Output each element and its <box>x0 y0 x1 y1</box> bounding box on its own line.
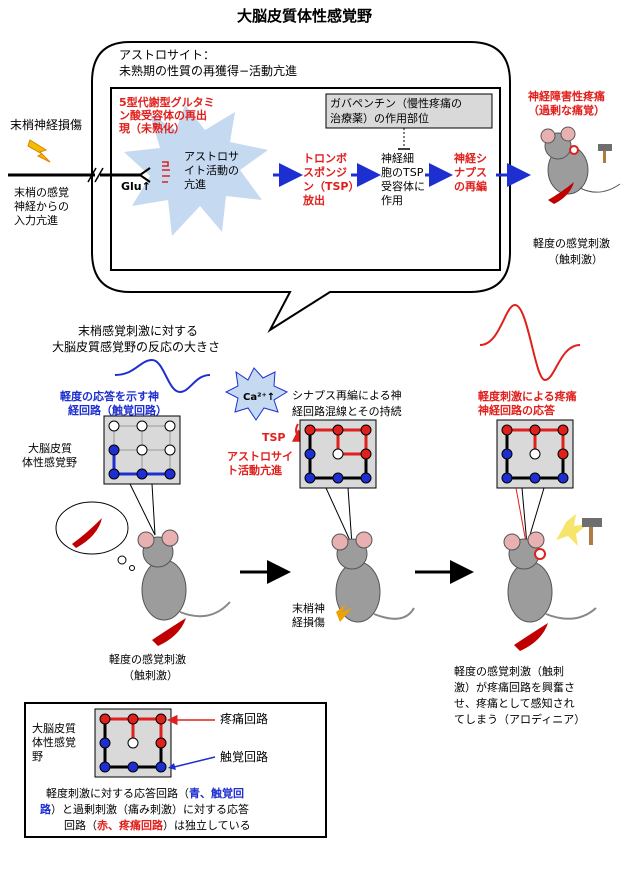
pain-circuit-1: 軽度刺激による疼痛 <box>478 390 577 403</box>
tsp-receptor-4: 作用 <box>381 194 403 207</box>
astrocyte-star <box>124 105 268 236</box>
neuropathic-pain-2: （過剰な痛覚） <box>528 104 605 117</box>
ca-label: Ca²⁺↑ <box>243 392 276 403</box>
mglur5-line1: 5型代謝型グルタミ <box>119 96 215 109</box>
astro-up-2: ト活動亢進 <box>227 464 282 477</box>
legend-note-3: 回路（赤、疼痛回路）は独立している <box>64 818 251 833</box>
tsp-receptor-3: 受容体に <box>381 180 425 193</box>
synapse-rewire-2: ナプス <box>454 166 487 179</box>
feather-icon <box>548 182 574 204</box>
mild-circuit-1: 軽度の応答を示す神 <box>60 390 159 403</box>
legend-note-1a: 軽度刺激に対する応答回路（ <box>46 787 189 800</box>
astro-activity-3: 亢進 <box>184 178 206 191</box>
nerve-injury-1: 末梢神 <box>292 602 325 615</box>
mglur5-line2: ン酸受容体の再出 <box>119 109 207 122</box>
hammer-icon <box>598 144 612 163</box>
input-1: 末梢の感覚 <box>14 186 69 199</box>
top-stim-1: 軽度の感覚刺激 <box>533 237 610 250</box>
top-stim-2: （触刺激） <box>548 253 603 266</box>
gabapentin-line2: 治療薬）の作用部位 <box>330 112 429 125</box>
blue-response-wave <box>114 358 211 394</box>
legend-note-3a: 回路（ <box>64 819 97 832</box>
neuropathic-pain-1: 神経障害性疼痛 <box>528 90 605 103</box>
cortex-label-2: 体性感覚野 <box>22 456 77 469</box>
tsp-release-1: トロンボ <box>303 152 347 165</box>
synapse-rewire-1: 神経シ <box>454 152 487 165</box>
pain-circuit-2: 神経回路の応答 <box>478 404 555 417</box>
legend-note-2: 路）と過剰刺激（痛み刺激）に対する応答 <box>40 802 249 817</box>
legend-note-3b: 赤、疼痛回路 <box>97 819 163 832</box>
right-desc-2: 激）が疼痛回路を興奮さ <box>454 681 575 694</box>
tsp-release-4: 放出 <box>303 194 325 207</box>
synapse-rewire-3: の再編 <box>454 180 487 193</box>
astro-up-1: アストロサイ <box>227 450 293 463</box>
cortex-label-1: 大脳皮質 <box>28 442 72 455</box>
legend-note-1b: 青、触覚回 <box>189 787 244 800</box>
feather-left-icon <box>152 618 186 646</box>
tsp-release-2: スポンジ <box>303 166 347 179</box>
right-desc-4: てしまう（アロディニア） <box>454 713 586 726</box>
circuit-grid-right <box>496 419 574 489</box>
input-2: 神経からの <box>14 200 69 213</box>
gabapentin-line1: ガバペンチン（慢性疼痛の <box>330 97 462 110</box>
left-stim-2: （触刺激） <box>123 669 178 682</box>
gabapentin-box <box>325 93 493 129</box>
mouse-top-right <box>540 126 621 195</box>
response-size-2: 大脳皮質感覚野の反応の大きさ <box>52 340 221 354</box>
page-title: 大脳皮質体性感覚野 <box>237 7 373 25</box>
legend-note-3c: ）は独立している <box>163 819 251 832</box>
synapse-fork <box>139 167 151 183</box>
mglur5-line3: 現（未熟化） <box>119 122 185 135</box>
right-desc-3: せ、疼痛として感知され <box>454 697 575 710</box>
legend-box <box>24 702 327 838</box>
legend-note-2a: 路 <box>40 803 51 816</box>
legend-cortex-3: 野 <box>32 750 43 763</box>
glu-label: Glu↑ <box>121 180 151 193</box>
mouse-left <box>137 529 231 621</box>
circuit-grid-middle <box>299 419 377 489</box>
red-response-wave <box>479 303 581 382</box>
injury-label: 末梢神経損傷 <box>10 118 83 132</box>
mouse-right <box>503 531 597 623</box>
legend-note-2b: ）と過剰刺激（痛み刺激）に対する応答 <box>51 803 249 816</box>
rewire-2: 経回路混線とその持続 <box>292 405 402 418</box>
circuit-grid-left <box>103 415 181 485</box>
nerve-injury-2: 経損傷 <box>292 616 325 629</box>
input-3: 入力亢進 <box>14 214 58 227</box>
legend-touch: 触覚回路 <box>220 750 269 764</box>
tsp-receptor-1: 神経細 <box>381 152 414 165</box>
legend-note-1: 軽度刺激に対する応答回路（青、触覚回 <box>46 786 244 801</box>
right-desc-1: 軽度の感覚刺激（触刺 <box>454 665 564 678</box>
legend-grid <box>94 708 172 778</box>
rewire-1: シナプス再編による神 <box>292 389 402 402</box>
legend-cortex-1: 大脳皮質 <box>32 722 76 735</box>
astro-activity-1: アストロサ <box>184 150 239 163</box>
ca-star <box>224 367 289 421</box>
hammer-icon-large <box>556 514 602 546</box>
astro-header-2: 未熟期の性質の再獲得−活動亢進 <box>119 64 298 78</box>
tsp-release-3: ン（TSP） <box>303 180 360 193</box>
injury-spark-icon <box>336 604 352 622</box>
response-size-1: 末梢感覚刺激に対する <box>78 324 199 338</box>
left-stim-1: 軽度の感覚刺激 <box>109 653 186 666</box>
tsp-receptor-2: 胞のTSP <box>381 166 424 179</box>
feather-right-icon <box>514 623 548 651</box>
tsp-label: TSP <box>262 431 286 444</box>
astro-header-1: アストロサイト： <box>119 48 216 62</box>
legend-pain: 疼痛回路 <box>220 712 269 726</box>
mild-circuit-2: 経回路（触覚回路） <box>68 404 167 417</box>
lightning-icon <box>27 139 51 163</box>
mouse-middle <box>331 531 415 623</box>
astro-activity-2: イト活動の <box>184 164 239 177</box>
legend-cortex-2: 体性感覚 <box>32 736 76 749</box>
